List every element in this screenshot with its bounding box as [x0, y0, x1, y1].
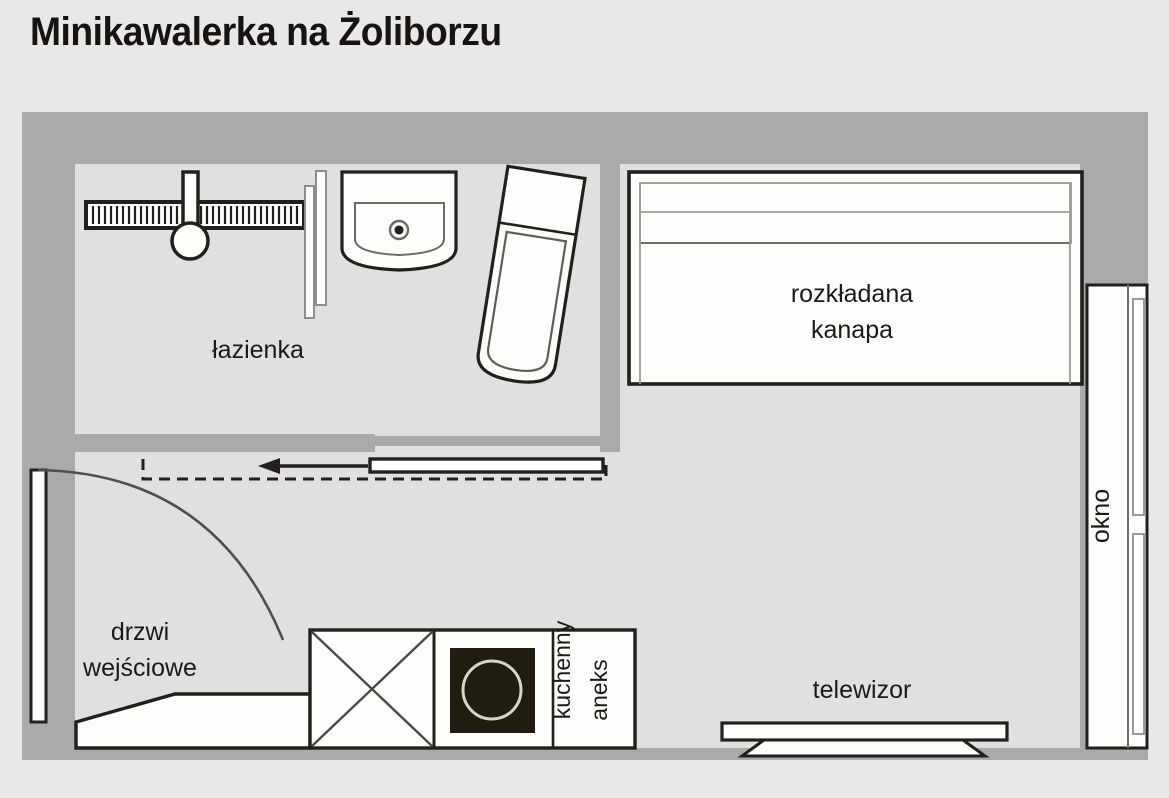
window-glazing-upper	[1132, 298, 1145, 516]
wedge-furniture	[74, 692, 312, 750]
window-glazing-lower	[1132, 533, 1145, 735]
sliding-door-panel	[368, 457, 605, 474]
cabinet-cross-icon	[311, 630, 436, 748]
entrance-door-leaf	[29, 468, 48, 724]
window-label: okno	[1087, 489, 1115, 543]
tv-group: telewizor	[720, 676, 1009, 758]
toilet-icon	[476, 164, 587, 384]
window-group: okno	[1085, 283, 1149, 750]
sofa-label-line1: rozkładana	[791, 280, 913, 308]
bathroom-label: łazienka	[212, 336, 304, 364]
kitchen-label-line1: aneks	[586, 659, 612, 720]
top-outer-wall	[22, 112, 1148, 164]
washbasin-icon	[340, 170, 458, 272]
sliding-door-open-outline	[141, 459, 608, 481]
cooktop-burner-icon	[450, 648, 535, 733]
tv-label: telewizor	[813, 676, 912, 704]
tv-stand	[737, 738, 990, 758]
door-swing-arc-icon	[37, 468, 285, 641]
entrance-door-group: drzwi wejściowe	[29, 468, 285, 724]
left-wall-lower	[22, 718, 75, 760]
bathroom-wall-right	[600, 164, 620, 452]
entrance-door-label-line2: wejściowe	[82, 654, 197, 682]
entrance-door-label-line1: drzwi	[111, 618, 169, 646]
glass-partition-icon	[304, 170, 327, 319]
bathroom-group: łazienka	[84, 164, 587, 384]
bathroom-wall-bottom-left	[75, 434, 375, 452]
sofa-backrest-area	[639, 182, 1072, 244]
page-title: Minikawalerka na Żoliborzu	[30, 10, 502, 54]
tv-screen	[720, 721, 1009, 742]
sliding-door-group	[141, 457, 608, 481]
kitchen-group: aneks kuchenny	[308, 620, 637, 750]
sofa-label-line2: kanapa	[811, 316, 893, 344]
shower-valve-icon	[170, 170, 210, 261]
kitchen-label-line2: kuchenny	[549, 620, 575, 719]
left-arrow-icon	[258, 458, 368, 474]
sofa-group: rozkładana kanapa	[627, 170, 1084, 386]
